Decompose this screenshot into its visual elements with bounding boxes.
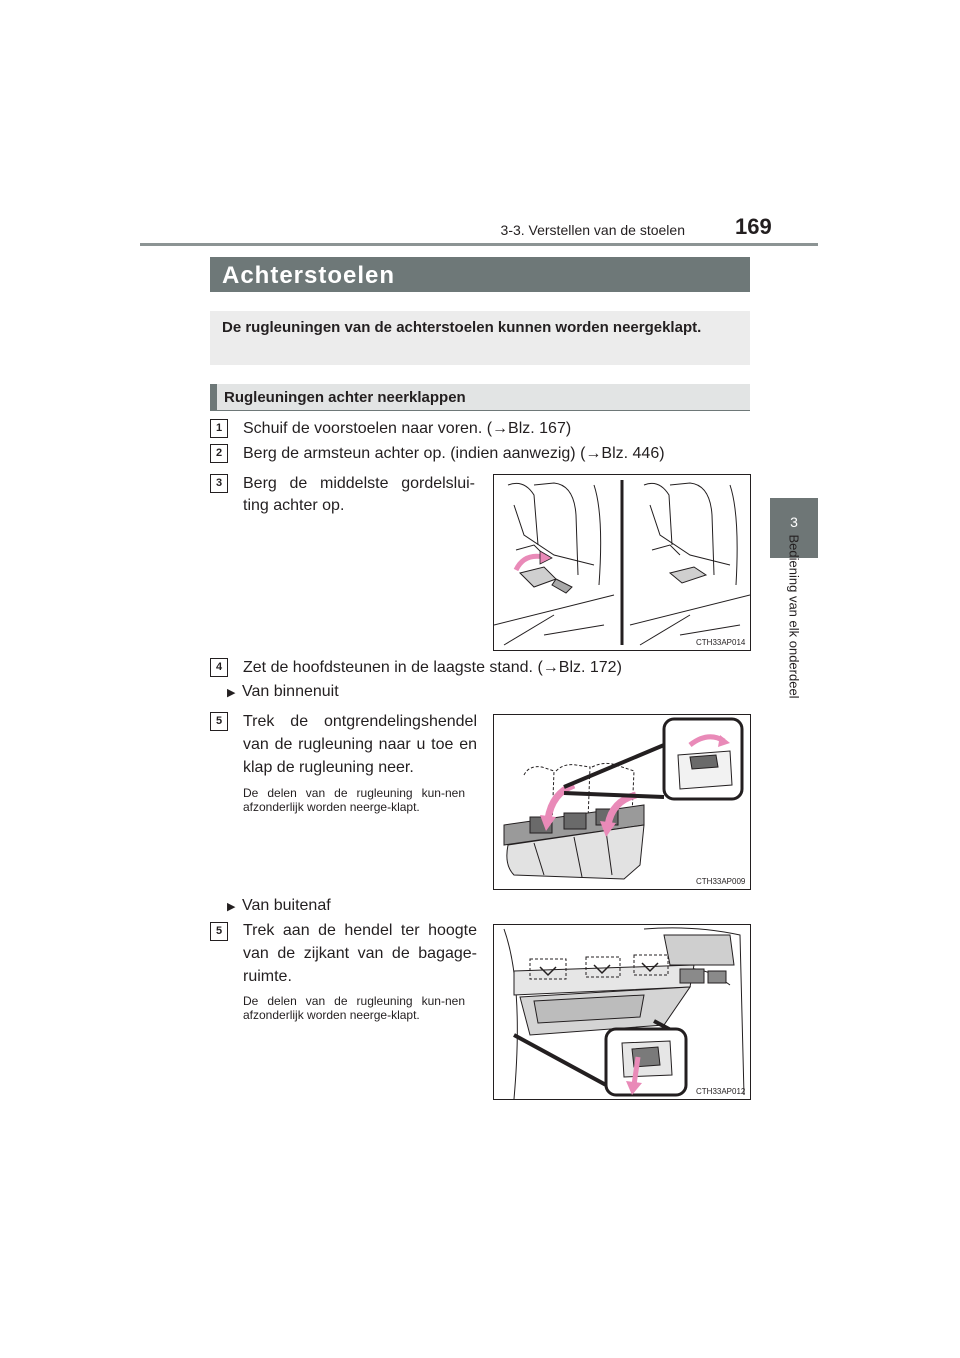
figure-buckle-stow: CTH33AP014	[493, 474, 751, 651]
page-title: Achterstoelen	[222, 262, 396, 289]
figure-code: CTH33AP014	[696, 638, 746, 647]
subsection-label: Van buitenaf	[242, 897, 331, 914]
subheading: Rugleuningen achter neerklappen	[224, 389, 466, 406]
step-number: 4	[210, 658, 228, 677]
triangle-bullet-icon: ▶	[227, 901, 236, 913]
chapter-tab	[770, 498, 818, 558]
subheading-bar	[210, 384, 750, 411]
intro-box	[210, 311, 750, 365]
subheading-accent	[210, 384, 217, 411]
figure-seatback-fold: CTH33AP009	[493, 714, 751, 890]
step-note: De delen van de rugleuning kun-nen afzon…	[243, 786, 465, 814]
title-bar	[210, 257, 750, 292]
header-rule	[140, 243, 818, 246]
step-text: Zet de hoofdsteunen in de laagste stand.…	[243, 659, 622, 676]
chapter-number: 3	[790, 514, 798, 530]
triangle-bullet-icon: ▶	[227, 687, 236, 699]
step-note: De delen van de rugleuning kun-nen afzon…	[243, 994, 465, 1022]
step-text: Berg de armsteun achter op. (indien aanw…	[243, 445, 665, 462]
figure-code: CTH33AP009	[696, 877, 746, 886]
step-number: 1	[210, 419, 228, 438]
step-text: Trek aan de hendel ter hoogte van de zij…	[243, 922, 477, 985]
subheading-rule	[210, 410, 750, 411]
chapter-label: Bediening van elk onderdeel	[786, 534, 802, 699]
page-number: 169	[735, 214, 772, 239]
intro-text: De rugleuningen van de achterstoelen kun…	[222, 319, 702, 336]
step-number: 5	[210, 922, 228, 941]
figure-code: CTH33AP012	[696, 1087, 746, 1096]
subsection-label: Van binnenuit	[242, 683, 339, 700]
step-number: 2	[210, 444, 228, 463]
step-text: Berg de middelste gordelslui-ting achter…	[243, 475, 475, 514]
figure-luggage-lever: CTH33AP012	[493, 924, 751, 1100]
step-number: 3	[210, 474, 228, 493]
step-number: 5	[210, 712, 228, 731]
step-text: Trek de ontgrendelingshendel van de rugl…	[243, 713, 477, 776]
step-text: Schuif de voorstoelen naar voren. (→Blz.…	[243, 420, 572, 437]
section-header: 3-3. Verstellen van de stoelen	[500, 222, 685, 238]
